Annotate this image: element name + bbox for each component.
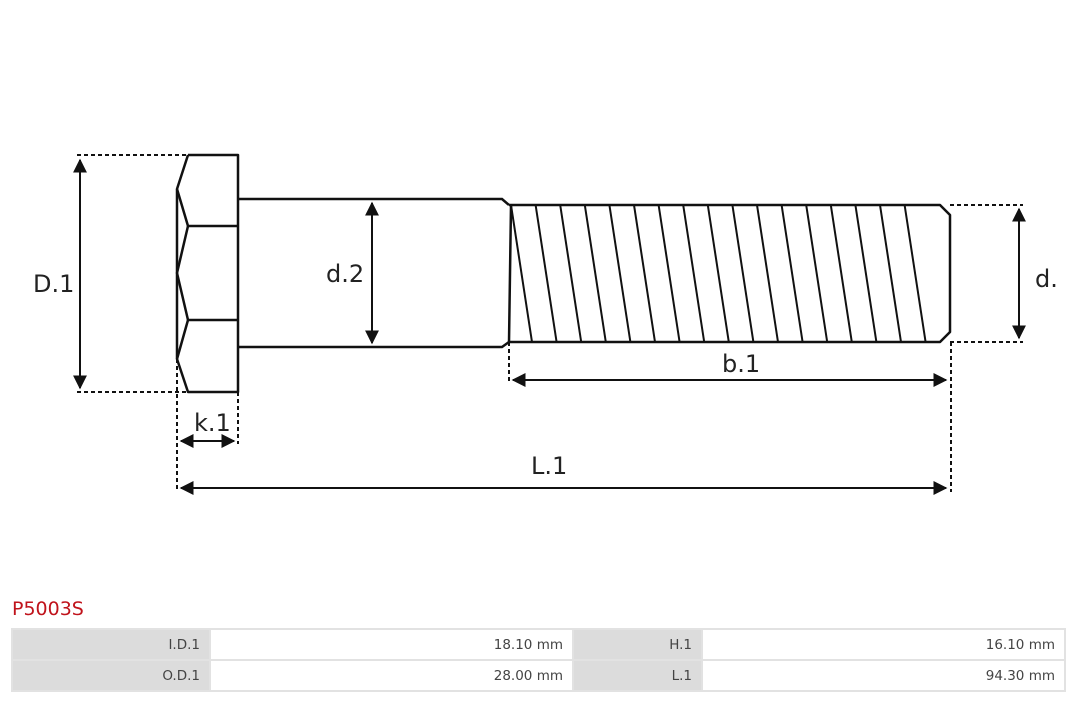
spec-table: I.D.1 18.10 mm H.1 16.10 mm O.D.1 28.00 … [11, 628, 1066, 692]
bolt-head [175, 153, 240, 394]
label-L1: L.1 [531, 452, 567, 480]
spec-value: 16.10 mm [703, 630, 1064, 659]
label-b1: b.1 [722, 350, 760, 378]
spec-value: 28.00 mm [211, 661, 572, 690]
label-d: d. [1035, 265, 1058, 293]
table-row: O.D.1 28.00 mm L.1 94.30 mm [13, 661, 1064, 690]
spec-value: 94.30 mm [703, 661, 1064, 690]
extension-lines [77, 154, 1023, 492]
label-k1: k.1 [194, 409, 231, 437]
bolt-shank [238, 197, 510, 349]
dimension-arrows [73, 158, 1026, 495]
label-D1: D.1 [33, 270, 74, 298]
spec-label: O.D.1 [13, 661, 209, 690]
spec-label: H.1 [574, 630, 701, 659]
spec-value: 18.10 mm [211, 630, 572, 659]
spec-label: I.D.1 [13, 630, 209, 659]
label-d2: d.2 [326, 260, 364, 288]
thread-lines [510, 204, 927, 343]
bolt-diagram: D.1 d.2 d. b.1 k.1 L.1 [33, 153, 1058, 495]
spec-label: L.1 [574, 661, 701, 690]
table-row: I.D.1 18.10 mm H.1 16.10 mm [13, 630, 1064, 659]
part-number-title: P5003S [12, 598, 84, 620]
